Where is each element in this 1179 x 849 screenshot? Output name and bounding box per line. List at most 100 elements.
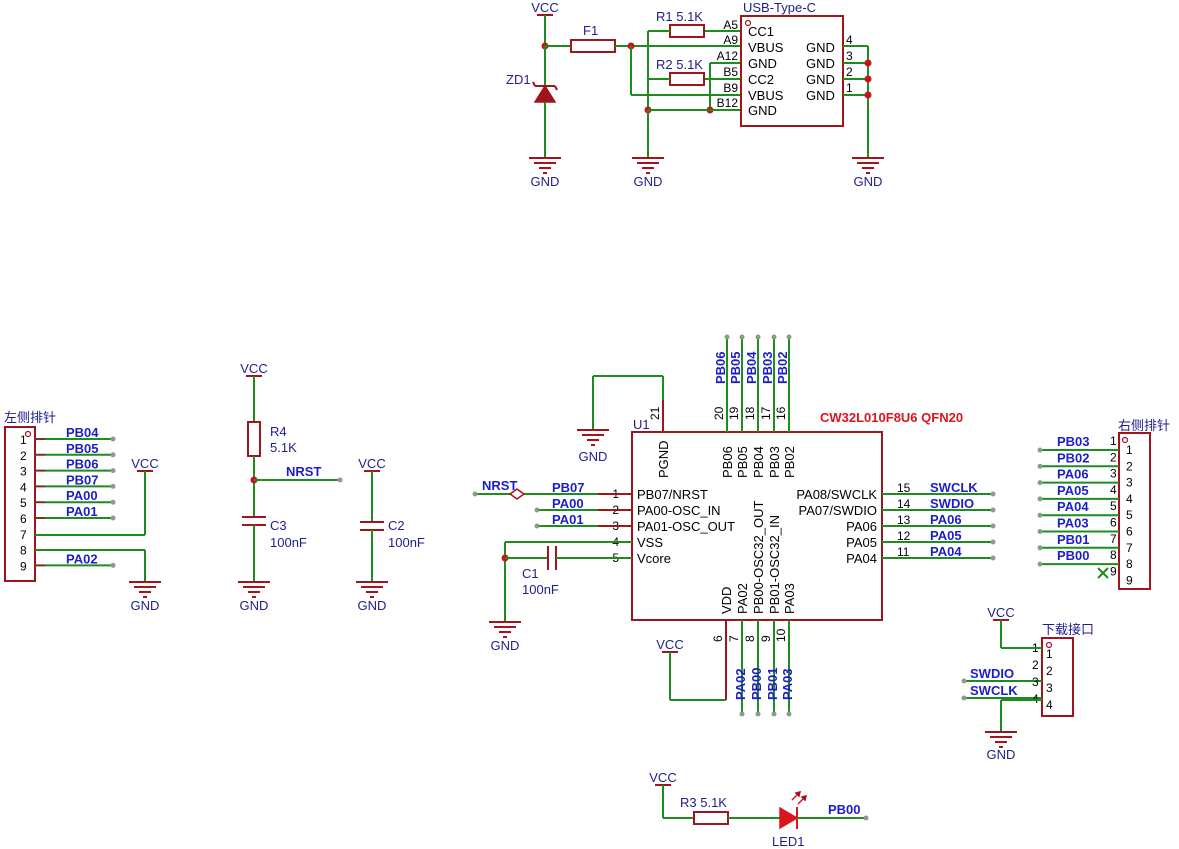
mcu-left-net-label: PA00 — [552, 496, 584, 511]
mcu-bottom-pin-number: 8 — [743, 635, 757, 642]
left-header-pin-number: 5 — [20, 496, 27, 510]
download-pin-name: 4 — [1046, 698, 1053, 712]
right-header-net-label: PA06 — [1057, 467, 1089, 482]
right-header-pin-name: 9 — [1126, 573, 1133, 587]
mcu-top-pin-name: PGND — [656, 440, 671, 478]
vcc-label: VCC — [358, 456, 385, 471]
mcu-ref: U1 — [633, 417, 650, 432]
usb-right-pins: GND 4 GND 3 GND 2 GND 1 — [806, 33, 853, 103]
mcu-top-pin-number: 21 — [648, 406, 662, 420]
resistor-r2-icon — [669, 72, 705, 86]
svg-text:GND: GND — [748, 56, 777, 71]
gnd-label: GND — [987, 747, 1016, 762]
download-pin-number: 3 — [1032, 675, 1039, 689]
mcu-bottom-pin-number: 7 — [727, 635, 741, 642]
left-header-pin-number: 7 — [20, 528, 27, 542]
mcu-bottom-net-label: PA02 — [733, 668, 748, 700]
resistor-r3-icon — [693, 811, 729, 825]
vcc-label: VCC — [987, 605, 1014, 620]
mcu-left-pin-name: PA00-OSC_IN — [637, 503, 721, 518]
left-header-net-label: PB07 — [66, 472, 99, 487]
right-header: 右侧排针 11PB0322PB0233PA0644PA0555PA0466PA0… — [1037, 419, 1170, 590]
svg-text:GND: GND — [806, 88, 835, 103]
mcu-top-pin-name: PB06 — [720, 446, 735, 478]
r4-value: 5.1K — [270, 440, 297, 455]
svg-text:A9: A9 — [723, 33, 738, 47]
mcu-bottom-pin-name: VDD — [719, 587, 734, 614]
resistor-r1-icon — [669, 24, 705, 38]
mcu-right-pin-name: PA07/SWDIO — [798, 503, 877, 518]
c3-value: 100nF — [270, 535, 307, 550]
right-header-pin-number: 7 — [1110, 532, 1117, 546]
mcu-right-pin-name: PA05 — [846, 535, 877, 550]
mcu-bottom-pin-name: PA02 — [735, 583, 750, 614]
right-header-net-label: PA03 — [1057, 516, 1089, 531]
svg-text:B5: B5 — [723, 65, 738, 79]
c2-ref: C2 — [388, 518, 405, 533]
mcu-right-pin-name: PA06 — [846, 519, 877, 534]
left-header-pin-number: 3 — [20, 465, 27, 479]
right-header-pin-name: 7 — [1126, 541, 1133, 555]
led-circuit: VCC R3 5.1K LED1 PB00 — [649, 770, 869, 849]
left-header-body — [4, 426, 36, 582]
mcu-top-net-label: PB06 — [713, 351, 728, 384]
mcu-left-pin-name: Vcore — [637, 551, 671, 566]
left-header-net-label: PB05 — [66, 441, 99, 456]
mcu-right-net-label: PA04 — [930, 544, 962, 559]
right-header-title: 右侧排针 — [1118, 419, 1170, 434]
svg-text:VBUS: VBUS — [748, 88, 784, 103]
r1-label: R1 5.1K — [656, 9, 703, 24]
left-header-net-label: PB06 — [66, 457, 99, 472]
download-net-label: SWCLK — [970, 683, 1018, 698]
download-pin-name: 2 — [1046, 664, 1053, 678]
led-net-label: PB00 — [828, 802, 861, 817]
mcu-right-net-label: SWDIO — [930, 496, 974, 511]
mcu-top-pin-number: 17 — [759, 406, 773, 420]
vcc-label: VCC — [131, 456, 158, 471]
svg-text:GND: GND — [806, 72, 835, 87]
right-header-pin-number: 9 — [1110, 564, 1117, 578]
mcu-right-pin-number: 12 — [897, 529, 911, 543]
svg-text:1: 1 — [846, 81, 853, 95]
svg-text:2: 2 — [846, 65, 853, 79]
download-pin-name: 1 — [1046, 647, 1053, 661]
zener-ref: ZD1 — [506, 72, 531, 87]
mcu-bottom-pin-number: 6 — [711, 635, 725, 642]
right-header-pin-number: 5 — [1110, 499, 1117, 513]
gnd-label: GND — [531, 174, 560, 189]
usb-left-pins: A5 CC1 A9 VBUS A12 GND B5 CC2 B9 VBUS B1… — [717, 18, 784, 118]
download-pin-name: 3 — [1046, 681, 1053, 695]
right-header-pin-number: 2 — [1110, 450, 1117, 464]
right-header-pin-name: 1 — [1126, 443, 1133, 457]
mcu-bottom-pin-number: 10 — [774, 628, 788, 642]
mcu-right-net-label: PA06 — [930, 512, 962, 527]
mcu-top-pin-number: 20 — [712, 406, 726, 420]
mcu-bottom-pin-name: PB00-OSC32_OUT — [751, 501, 766, 614]
right-header-pin-number: 6 — [1110, 516, 1117, 530]
usb-section: VCC ZD1 GND F1 R1 5.1K R — [506, 0, 885, 189]
c1-value: 100nF — [522, 582, 559, 597]
usb-type-c-connector — [740, 15, 844, 127]
mcu-top-pin-name: PB04 — [751, 446, 766, 478]
mcu-top-net-label: PB05 — [728, 351, 743, 384]
vcc-label: VCC — [656, 637, 683, 652]
gnd-label: GND — [240, 598, 269, 613]
left-header-pin-number: 6 — [20, 512, 27, 526]
r3-label: R3 5.1K — [680, 795, 727, 810]
mcu-top-net-label: PB04 — [744, 351, 759, 384]
gnd-label: GND — [579, 449, 608, 464]
svg-text:CC2: CC2 — [748, 72, 774, 87]
mcu-right-pin-name: PA08/SWCLK — [796, 487, 877, 502]
right-header-pin-name: 3 — [1126, 476, 1133, 490]
svg-text:VBUS: VBUS — [748, 40, 784, 55]
left-header-net-label: PA02 — [66, 551, 98, 566]
mcu-bottom-pin-name: PA03 — [782, 583, 797, 614]
reset-circuit: VCC R4 5.1K NRST C3 100nF GND VCC C2 100… — [237, 361, 425, 613]
left-header-net-label: PA01 — [66, 504, 98, 519]
r4-ref: R4 — [270, 424, 287, 439]
right-header-net-label: PB03 — [1057, 434, 1090, 449]
svg-text:GND: GND — [806, 56, 835, 71]
svg-text:B9: B9 — [723, 81, 738, 95]
